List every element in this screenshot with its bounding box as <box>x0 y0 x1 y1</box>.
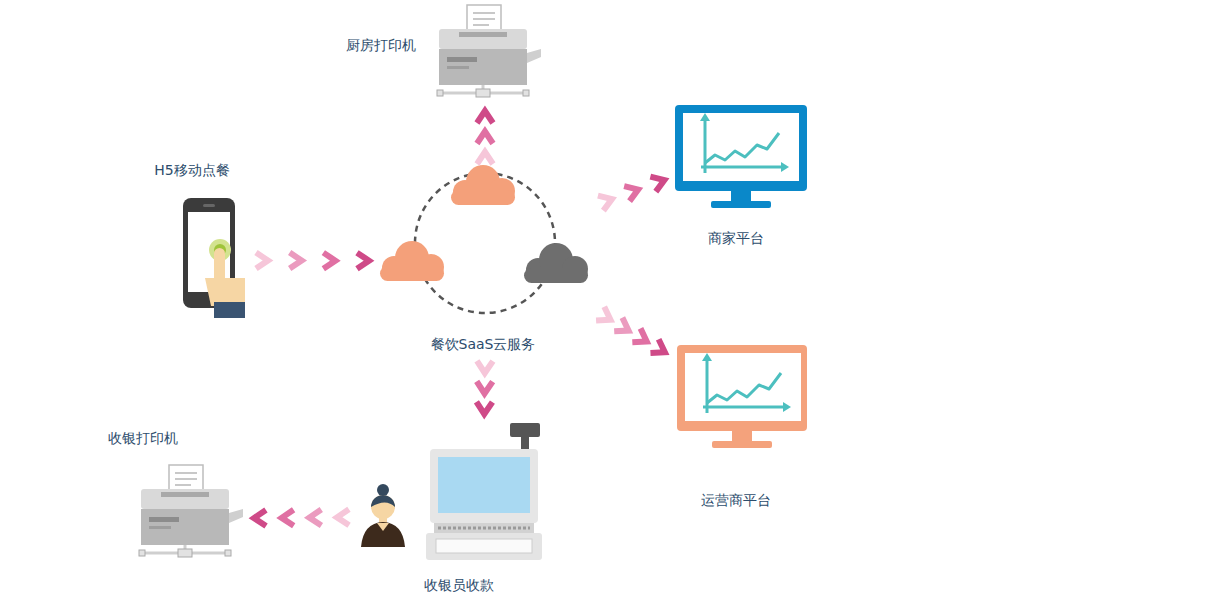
chevron <box>256 253 268 269</box>
chevron <box>477 111 493 123</box>
chevron <box>650 339 664 353</box>
node-label: 餐饮SaaS云服务 <box>431 335 536 353</box>
node-label: H5移动点餐 <box>154 161 229 179</box>
icon-node: 商家平台 <box>670 100 812 250</box>
printer-icon <box>437 5 541 97</box>
icon-node: H5移动点餐 <box>145 155 250 320</box>
pos-icon <box>426 423 542 560</box>
chevron <box>596 307 610 321</box>
chevron <box>323 253 335 269</box>
icon-node: 收银员收款 <box>355 420 545 600</box>
printer-icon <box>139 465 243 557</box>
monitor-icon <box>675 105 807 208</box>
monitor-icon <box>677 345 807 448</box>
icon-node: 餐饮SaaS云服务 <box>375 170 595 355</box>
node-label: 收银员收款 <box>424 576 494 594</box>
chevron <box>476 402 492 414</box>
node-label: 厨房打印机 <box>346 36 416 54</box>
cloud-icon <box>380 165 588 313</box>
icon-node: 收银打印机 <box>100 425 248 560</box>
node-label: 商家平台 <box>708 229 764 247</box>
icon-node: 厨房打印机 <box>335 0 545 105</box>
chevron <box>477 132 493 144</box>
chevron <box>624 186 638 201</box>
phone-icon <box>183 198 245 318</box>
chevron-arrow <box>477 111 493 164</box>
chevron <box>357 253 369 269</box>
chevron <box>477 381 493 393</box>
chevron <box>290 253 302 269</box>
chevron <box>632 328 646 342</box>
chevron <box>309 509 321 525</box>
chevron-arrow <box>596 307 665 353</box>
chevron <box>337 509 349 525</box>
chevron-arrow <box>598 177 664 211</box>
chevron <box>477 152 493 164</box>
chevron <box>598 196 612 211</box>
chevron <box>614 318 628 332</box>
icon-node: 运营商平台 <box>670 340 812 510</box>
chevron <box>282 510 294 526</box>
person-icon <box>361 484 405 547</box>
chevron <box>650 177 664 192</box>
node-label: 运营商平台 <box>701 491 771 509</box>
chevron-arrow <box>254 509 349 526</box>
chevron-arrow <box>476 361 493 414</box>
chevron-arrow <box>256 253 369 269</box>
chevron <box>254 510 266 526</box>
chevron <box>477 361 493 373</box>
node-label: 收银打印机 <box>108 429 178 447</box>
